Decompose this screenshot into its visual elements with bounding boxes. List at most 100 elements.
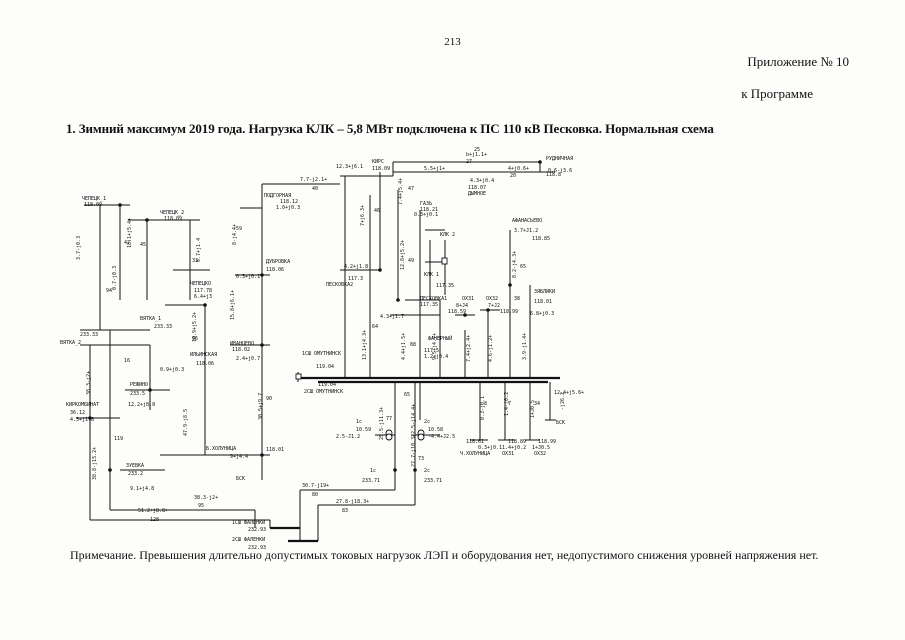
label-klk2: КЛК 2 — [440, 232, 455, 238]
label-ivantsevo: ИВАНЦЕВО — [230, 341, 254, 347]
svg-text:0.6-j3.6: 0.6-j3.6 — [548, 168, 572, 174]
svg-text:117.5: 117.5 — [424, 348, 439, 354]
svg-text:3.9-j1.4+: 3.9-j1.4+ — [522, 333, 528, 360]
svg-text:233.71: 233.71 — [424, 478, 442, 484]
svg-text:73: 73 — [418, 456, 424, 462]
label-kholunitsa: Б.ХОЛУНИЦА — [206, 446, 236, 452]
svg-text:27.8-j18.3+: 27.8-j18.3+ — [336, 499, 369, 505]
svg-text:59: 59 — [236, 226, 242, 232]
svg-text:2с: 2с — [424, 468, 430, 474]
label-ohz1: ОХЗ1 — [462, 296, 474, 302]
appendix-label: Приложение № 10 — [747, 54, 849, 69]
svg-text:118.07: 118.07 — [468, 185, 486, 191]
svg-text:16: 16 — [124, 358, 130, 364]
svg-text:90: 90 — [266, 396, 272, 402]
label-chepecko: ЧЕПЕЦКО — [190, 281, 211, 287]
svg-text:2.4+j0.7: 2.4+j0.7 — [236, 356, 260, 362]
svg-text:233.5: 233.5 — [130, 391, 145, 397]
label-ch-kholunitsa: Ч.ХОЛУНИЦА — [460, 451, 490, 457]
label-omutninsk2: 2СШ ОМУТНИНСК — [304, 389, 343, 395]
label-kirs: КИРС — [372, 159, 384, 165]
svg-text:233.71: 233.71 — [362, 478, 380, 484]
svg-text:119: 119 — [114, 436, 123, 442]
svg-text:118.99: 118.99 — [500, 309, 518, 315]
svg-text:118.89: 118.89 — [508, 439, 526, 445]
svg-text:118.02: 118.02 — [232, 347, 250, 353]
label-ilyinskaya: ИЛЬИНСКАЯ — [190, 352, 217, 358]
svg-text:0.3+j0.1: 0.3+j0.1 — [478, 445, 502, 451]
svg-text:22.5-j14.4+: 22.5-j14.4+ — [411, 404, 417, 437]
svg-text:4.3+j0.4: 4.3+j0.4 — [470, 178, 494, 184]
svg-text:0.3-j0.1: 0.3-j0.1 — [480, 396, 486, 420]
label-gaz: ГАЗЬ — [420, 201, 432, 207]
svg-text:65: 65 — [520, 264, 526, 270]
svg-text:-j26.2: -j26.2 — [560, 392, 566, 410]
svg-text:232.93: 232.93 — [248, 527, 266, 533]
svg-text:27.7-j10.3+: 27.7-j10.3+ — [411, 434, 417, 467]
svg-text:25.5-j11.3+: 25.5-j11.3+ — [379, 407, 385, 440]
svg-text:4.6-j1.2+: 4.6-j1.2+ — [488, 335, 494, 362]
svg-text:38.3-j2+: 38.3-j2+ — [86, 371, 92, 395]
svg-text:0.9+j0.3: 0.9+j0.3 — [160, 367, 184, 373]
svg-text:10.59: 10.59 — [356, 427, 371, 433]
svg-text:12.2+j8.8: 12.2+j8.8 — [128, 402, 155, 408]
svg-text:8: 8 — [484, 401, 487, 407]
svg-text:46: 46 — [374, 208, 380, 214]
label-fanerny: ФАНЕРНЫЙ — [428, 335, 452, 342]
label-vyatka1: ВЯТКА_1 — [140, 316, 161, 322]
svg-text:118.99: 118.99 — [538, 439, 556, 445]
faleki-section — [254, 382, 440, 543]
svg-text:4+j0.6+: 4+j0.6+ — [508, 166, 529, 172]
svg-text:1.0+j0.3: 1.0+j0.3 — [276, 205, 300, 211]
svg-text:40: 40 — [312, 186, 318, 192]
svg-text:117.78: 117.78 — [194, 288, 212, 294]
svg-text:3.7+J1.2: 3.7+J1.2 — [514, 228, 538, 234]
svg-text:49: 49 — [408, 258, 414, 264]
svg-text:7.4+j5.4+: 7.4+j5.4+ — [398, 178, 404, 205]
svg-text:118.01: 118.01 — [534, 299, 552, 305]
svg-text:65: 65 — [404, 392, 410, 398]
svg-text:118.09: 118.09 — [164, 216, 182, 222]
svg-text:1+J0.5: 1+J0.5 — [532, 445, 550, 451]
svg-text:34: 34 — [534, 401, 540, 407]
svg-text:118.01: 118.01 — [266, 447, 284, 453]
svg-text:47: 47 — [124, 240, 130, 246]
label-chepecka2: ЧЕПЕЦК_2 — [160, 210, 184, 216]
svg-text:7.4+j2.4+: 7.4+j2.4+ — [466, 335, 472, 362]
svg-text:30.7-j19+: 30.7-j19+ — [302, 483, 329, 489]
svg-text:64: 64 — [372, 324, 378, 330]
svg-text:77: 77 — [386, 416, 392, 422]
label-ohz2: ОХЗ2 — [486, 296, 498, 302]
svg-text:4.4+j1.5+: 4.4+j1.5+ — [401, 333, 407, 360]
svg-text:12.3+j6.1: 12.3+j6.1 — [336, 164, 363, 170]
label-omutninsk1: 1СШ ОМУТНИНСК — [302, 351, 341, 357]
page-title: 1. Зимний максимум 2019 года. Нагрузка К… — [66, 121, 714, 136]
svg-text:94: 94 — [106, 288, 112, 294]
svg-text:27: 27 — [466, 159, 472, 165]
svg-text:5.5+j1+: 5.5+j1+ — [424, 166, 445, 172]
svg-text:118.06: 118.06 — [196, 361, 214, 367]
label-ohz2b: ОХЗ2 — [534, 451, 546, 457]
svg-text:117.35: 117.35 — [436, 283, 454, 289]
svg-text:233.2: 233.2 — [128, 471, 143, 477]
svg-text:4.3+j1.7: 4.3+j1.7 — [380, 314, 404, 320]
svg-text:96: 96 — [192, 336, 198, 342]
svg-text:38: 38 — [514, 296, 520, 302]
svg-text:47.9-j8.5: 47.9-j8.5 — [183, 409, 189, 436]
svg-text:95: 95 — [198, 503, 204, 509]
svg-text:9.5+j4.7+: 9.5+j4.7+ — [432, 333, 438, 360]
svg-text:4.3+j1.8: 4.3+j1.8 — [70, 417, 94, 423]
svg-text:118.21: 118.21 — [420, 207, 438, 213]
svg-text:118.59: 118.59 — [448, 309, 466, 315]
svg-text:6.4+j3: 6.4+j3 — [194, 294, 212, 300]
svg-text:51.2+j8.8+: 51.2+j8.8+ — [138, 508, 168, 514]
label-podgornaya: ПОДГОРНАЯ — [264, 193, 291, 199]
svg-text:4.2+j1.8: 4.2+j1.8 — [344, 264, 368, 270]
svg-text:118.8: 118.8 — [546, 172, 561, 178]
svg-text:232.93: 232.93 — [248, 545, 266, 551]
svg-text:25: 25 — [474, 147, 480, 153]
svg-text:118.61: 118.61 — [466, 439, 484, 445]
label-rezhino: РЕЖИНО — [130, 382, 148, 388]
label-kirkombinat: КИРКОМБИНАТ — [66, 402, 99, 408]
svg-text:10.9+j5.2+: 10.9+j5.2+ — [192, 312, 198, 342]
